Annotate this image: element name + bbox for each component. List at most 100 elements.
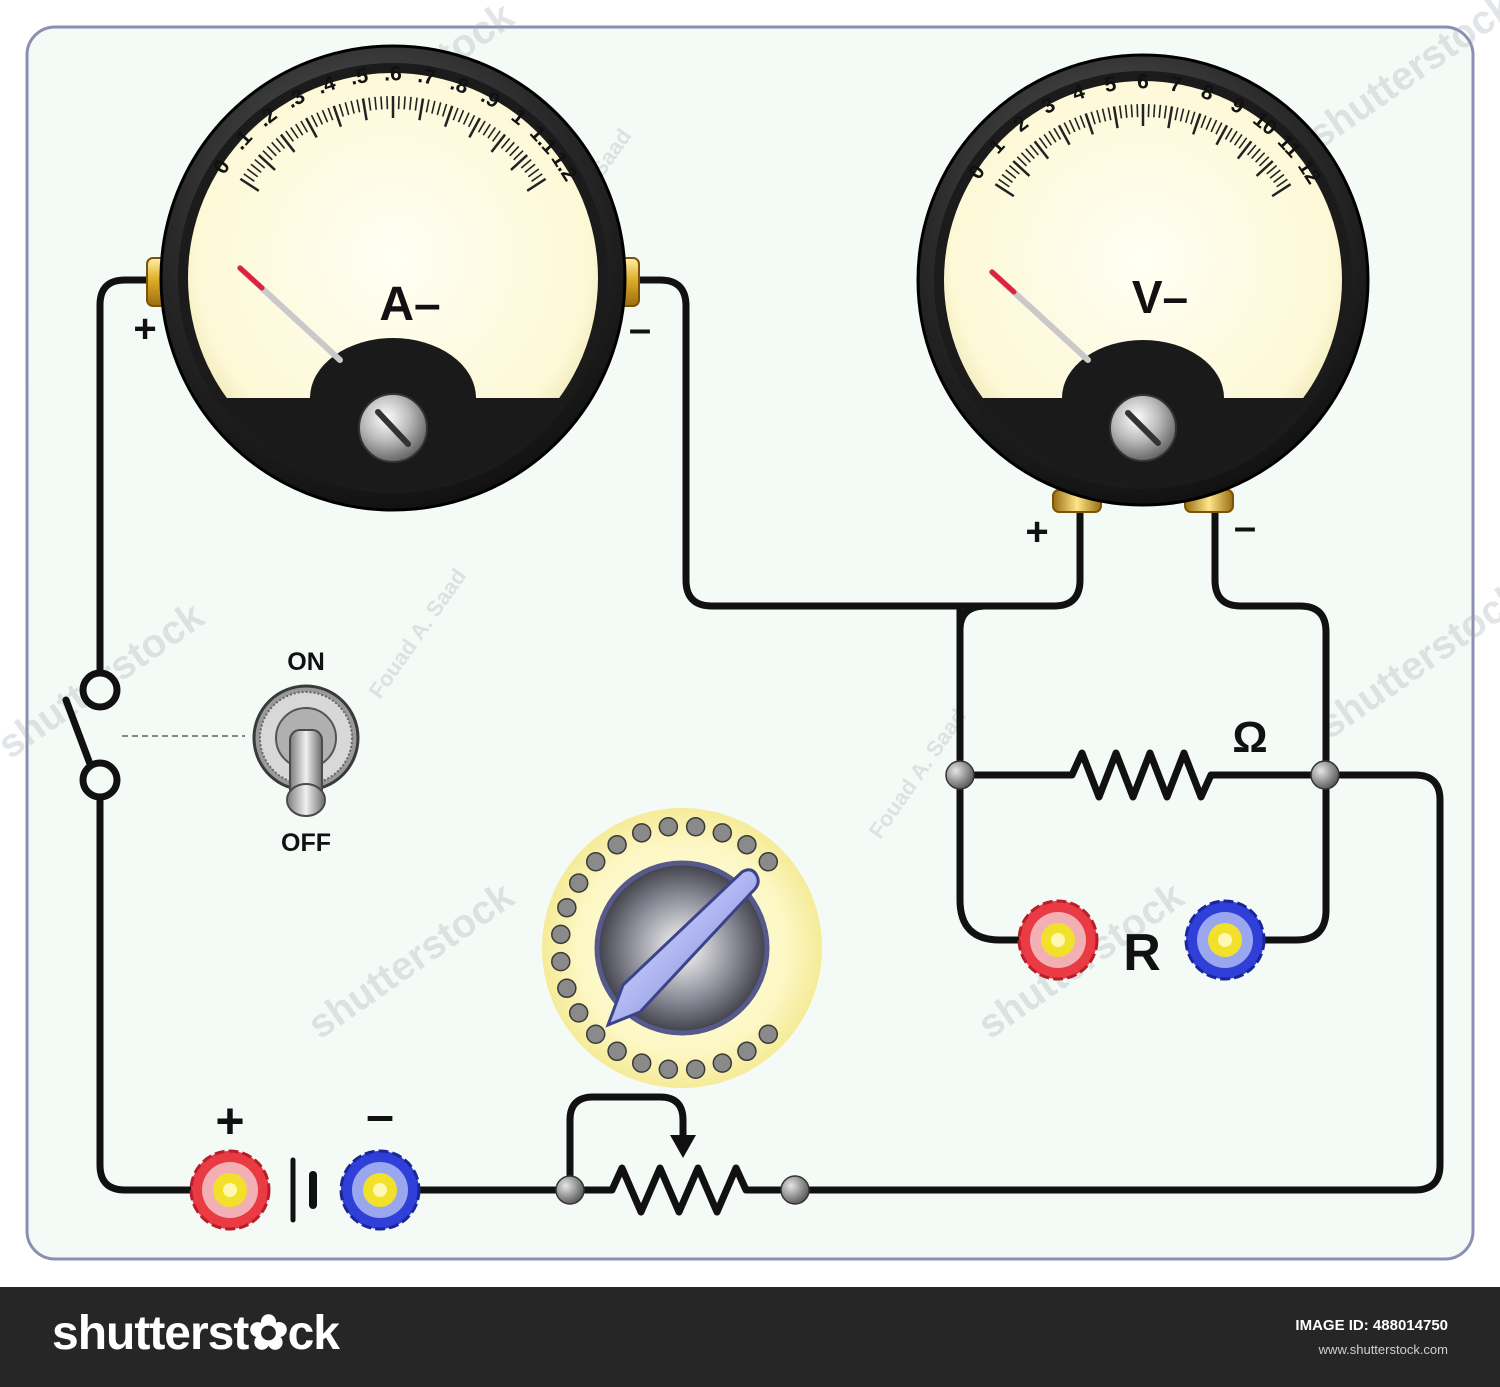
ammeter-minus-label: –: [629, 307, 651, 351]
dial-position-dot[interactable]: [607, 834, 627, 855]
voltmeter-tick: [1174, 107, 1179, 121]
dial-position-dot[interactable]: [737, 1041, 757, 1062]
switch-on-label: ON: [287, 648, 325, 676]
ammeter-tick: [468, 117, 481, 138]
voltmeter-tick: [1124, 104, 1128, 118]
voltmeter-tick: [1130, 104, 1133, 118]
voltmeter-tick: [1224, 127, 1233, 140]
voltmeter-tick: [1153, 104, 1156, 118]
ammeter-tick: [380, 96, 383, 110]
dial-pointer: [605, 868, 760, 1028]
dial-position-dot[interactable]: [685, 817, 706, 837]
ammeter-tick: [482, 123, 491, 136]
ammeter-tick: [531, 173, 543, 182]
dial-position-dot[interactable]: [631, 1053, 652, 1073]
footer-logo[interactable]: shutterst✿ck: [52, 1307, 340, 1360]
voltmeter-tick: [1008, 164, 1020, 175]
ammeter-tick: [431, 100, 436, 114]
dial-position-dot[interactable]: [557, 897, 577, 918]
ammeter-tick: [254, 158, 266, 169]
ammeter-tick: [513, 150, 524, 161]
ammeter-tick: [295, 123, 304, 136]
ammeter-tick: [524, 163, 536, 173]
voltmeter-tick: [1205, 117, 1212, 131]
voltmeter-tick: [1029, 144, 1040, 156]
dial-position-dot[interactable]: [685, 1059, 706, 1079]
dial-position-dot[interactable]: [658, 817, 679, 837]
ammeter-tick: [408, 96, 412, 110]
voltmeter-scale-label: 6: [1137, 71, 1149, 94]
voltmeter-tick: [1112, 106, 1119, 129]
voltmeter-tick: [1038, 137, 1048, 149]
voltmeter-tick: [1101, 108, 1107, 122]
footer-image-id: IMAGE ID: 488014750: [1295, 1317, 1448, 1334]
footer-bar: shutterst✿ck IMAGE ID: 488014750 www.shu…: [0, 1287, 1500, 1387]
voltmeter-plus-label: +: [1025, 510, 1048, 554]
dial-position-dot[interactable]: [712, 823, 733, 843]
ammeter-tick: [510, 154, 529, 171]
switch-contact-bottom: [79, 759, 121, 801]
dial-position-dot[interactable]: [568, 873, 589, 893]
ammeter-tick: [477, 120, 486, 133]
dial-position-dot[interactable]: [758, 851, 779, 872]
footer-url[interactable]: www.shutterstock.com: [1318, 1342, 1448, 1357]
ammeter-scale-label: .6: [384, 63, 402, 86]
resistor-terminal-label: R: [1123, 924, 1161, 982]
voltmeter-tick: [1033, 140, 1050, 160]
voltmeter-tick: [1251, 148, 1261, 160]
ammeter-scale-label: .7: [416, 64, 437, 90]
dial-position-dot[interactable]: [737, 834, 757, 855]
dial-position-dot[interactable]: [658, 1059, 679, 1079]
ammeter-tick: [257, 154, 276, 171]
resistor-terminal-red[interactable]: [1017, 899, 1099, 981]
battery-terminal-minus[interactable]: [339, 1149, 421, 1231]
ammeter-pivot-housing: [310, 338, 476, 398]
dial-position-dot[interactable]: [712, 1053, 733, 1073]
ammeter-tick: [356, 99, 361, 113]
ammeter-tick: [246, 168, 259, 178]
voltmeter-tick: [1215, 124, 1229, 146]
ammeter-tick: [368, 97, 372, 111]
toggle-switch[interactable]: [252, 684, 360, 817]
dial-position-dot[interactable]: [557, 978, 577, 999]
dial-position-dot[interactable]: [551, 924, 571, 945]
ammeter-tick: [467, 114, 476, 128]
dial-position-dot[interactable]: [758, 1024, 779, 1045]
ammeter-tick: [403, 96, 406, 110]
ammeter-tick: [321, 109, 329, 123]
ammeter-tick: [305, 117, 318, 138]
voltmeter-tick: [1107, 107, 1112, 121]
ammeter-scale-label: .5: [349, 64, 370, 90]
ammeter-tick: [509, 145, 520, 157]
rotary-selector[interactable]: [542, 808, 822, 1088]
voltmeter-tick: [1084, 113, 1095, 135]
dial-position-dot[interactable]: [551, 951, 571, 972]
dial-position-dot[interactable]: [607, 1041, 627, 1062]
battery-terminal-plus[interactable]: [189, 1149, 271, 1231]
ammeter-tick: [310, 114, 319, 128]
junction-node: [780, 1175, 810, 1205]
ammeter-tick: [290, 127, 299, 139]
dial-position-dot[interactable]: [568, 1003, 589, 1023]
switch-symbol[interactable]: [62, 669, 121, 801]
junction-node: [1310, 760, 1340, 790]
ammeter-tick: [285, 130, 295, 142]
ammeter-tick: [250, 163, 262, 173]
voltmeter-tick: [1258, 156, 1270, 167]
voltmeter-tick: [1276, 178, 1288, 188]
wires: [96, 276, 1444, 1223]
switch-contact-top: [79, 669, 121, 711]
voltmeter-tick: [998, 178, 1010, 188]
voltmeter-tick: [994, 183, 1015, 198]
ammeter-tick: [500, 137, 511, 149]
ammeter-tick: [374, 96, 378, 110]
resistor-terminal-blue[interactable]: [1184, 899, 1266, 981]
dial-position-dot[interactable]: [585, 1024, 606, 1045]
dial-position-dot[interactable]: [631, 823, 652, 843]
ammeter-tick: [332, 105, 343, 128]
dial-position-dot[interactable]: [585, 851, 606, 872]
ammeter-face: [188, 73, 598, 483]
voltmeter-tick: [1016, 156, 1028, 167]
ammeter-tick: [526, 177, 547, 192]
